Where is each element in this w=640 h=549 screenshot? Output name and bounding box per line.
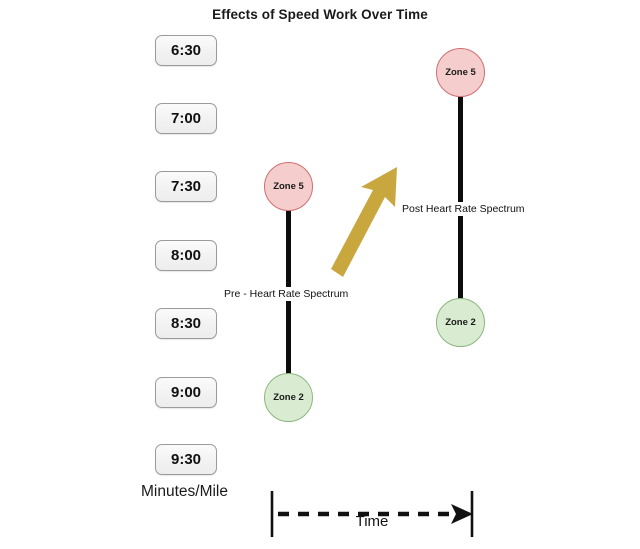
pace-tick-2: 7:30 [155, 171, 217, 202]
pace-tick-0: 6:30 [155, 35, 217, 66]
pace-tick-label: 8:30 [170, 315, 202, 332]
post-zone2-node[interactable]: Zone 2 [436, 298, 485, 347]
pre-zone2-node[interactable]: Zone 2 [264, 373, 313, 422]
pace-tick-6: 9:30 [155, 444, 217, 475]
pace-tick-label: 9:00 [170, 384, 202, 401]
pace-tick-label: 7:00 [170, 110, 202, 127]
pace-tick-1: 7:00 [155, 103, 217, 134]
pace-tick-5: 9:00 [155, 377, 217, 408]
post-zone5-label: Zone 5 [445, 67, 476, 78]
pre-zone5-label: Zone 5 [273, 181, 304, 192]
pace-tick-label: 8:00 [170, 247, 202, 264]
pace-tick-4: 8:30 [155, 308, 217, 339]
post-spectrum-stem [458, 81, 463, 307]
post-spectrum-caption: Post Heart Rate Spectrum [399, 202, 528, 216]
pace-tick-label: 7:30 [170, 178, 202, 195]
y-axis-label: Minutes/Mile [141, 483, 228, 500]
post-zone5-node[interactable]: Zone 5 [436, 48, 485, 97]
pace-tick-label: 6:30 [170, 42, 202, 59]
time-axis [270, 491, 474, 537]
x-axis-label: Time [355, 513, 389, 530]
pace-tick-3: 8:00 [155, 240, 217, 271]
time-axis-arrowhead-icon [451, 504, 473, 524]
page-title: Effects of Speed Work Over Time [212, 7, 428, 22]
pre-zone2-label: Zone 2 [273, 392, 304, 403]
improvement-arrow-icon [331, 167, 397, 277]
pre-zone5-node[interactable]: Zone 5 [264, 162, 313, 211]
pre-spectrum-caption: Pre - Heart Rate Spectrum [221, 287, 352, 301]
pace-tick-label: 9:30 [170, 451, 202, 468]
post-zone2-label: Zone 2 [445, 317, 476, 328]
